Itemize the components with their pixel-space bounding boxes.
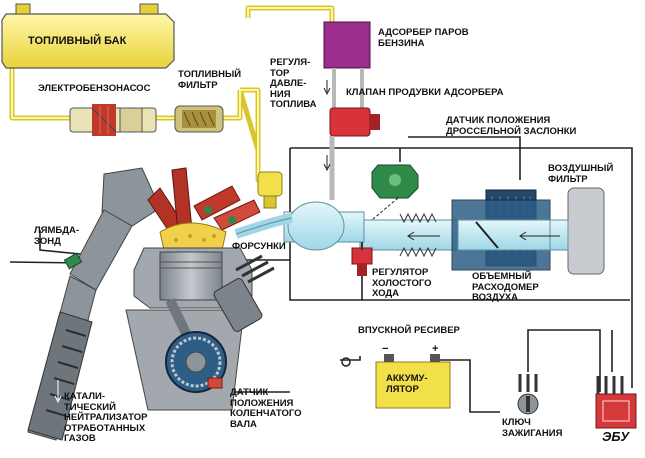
adsorber-label: АДСОРБЕР ПАРОВ БЕНЗИНА (378, 27, 469, 49)
catalyst-label: КАТАЛИ- ТИЧЕСКИЙ НЕЙТРАЛИЗАТОР ОТРАБОТАН… (64, 391, 148, 444)
crank-sensor-label: ДАТЧИК ПОЛОЖЕНИЯ КОЛЕНЧАТОГО ВАЛА (230, 387, 302, 430)
battery-minus-label: − (382, 343, 389, 355)
battery-label: АККУМУ- ЛЯТОР (386, 373, 428, 395)
throttle-sensor-shape (365, 164, 419, 226)
intake-receiver-label: ВПУСКНОЙ РЕСИВЕР (358, 325, 460, 336)
injectors-label: ФОРСУНКИ (232, 241, 286, 252)
airflow-meter-label: ОБЪЕМНЫЙ РАСХОДОМЕР ВОЗДУХА (472, 271, 539, 303)
idle-regulator-shape (351, 242, 373, 276)
exhaust-catalyst-shape (27, 209, 133, 441)
intake-duct (359, 199, 569, 271)
battery-shape (341, 354, 451, 409)
injectors-shape (193, 185, 261, 231)
fuel-tank-shape (1, 3, 175, 69)
ecu-label: ЭБУ (602, 429, 630, 444)
fuel-pump-shape (69, 104, 157, 136)
fuel-pump-label: ЭЛЕКТРОБЕНЗОНАСОС (38, 83, 151, 94)
adsorber-shape (323, 21, 371, 110)
purge-valve-shape (323, 107, 380, 200)
idle-regulator-label: РЕГУЛЯТОР ХОЛОСТОГО ХОДА (372, 267, 432, 299)
pressure-regulator-shape (257, 171, 283, 209)
fuel-filter-shape (174, 105, 224, 133)
lambda-label: ЛЯМБДА- ЗОНД (34, 225, 80, 247)
battery-plus-label: + (432, 343, 439, 355)
fuel-tank-label: ТОПЛИВНЫЙ БАК (28, 35, 127, 47)
ecu-shape (595, 376, 637, 429)
fuel-filter-label: ТОПЛИВНЫЙ ФИЛЬТР (178, 69, 242, 91)
pressure-regulator-label: РЕГУЛЯ- ТОР ДАВЛЕ- НИЯ ТОПЛИВА (270, 57, 317, 110)
ignition-key-shape (517, 374, 539, 415)
air-filter-label: ВОЗДУШНЫЙ ФИЛЬТР (548, 163, 614, 185)
engine-shape (101, 167, 275, 411)
intake-receiver-shape (234, 201, 365, 251)
throttle-sensor-label: ДАТЧИК ПОЛОЖЕНИЯ ДРОССЕЛЬНОЙ ЗАСЛОНКИ (446, 115, 577, 137)
purge-valve-label: КЛАПАН ПРОДУВКИ АДСОРБЕРА (346, 87, 504, 98)
ignition-key-label: КЛЮЧ ЗАЖИГАНИЯ (502, 417, 563, 439)
